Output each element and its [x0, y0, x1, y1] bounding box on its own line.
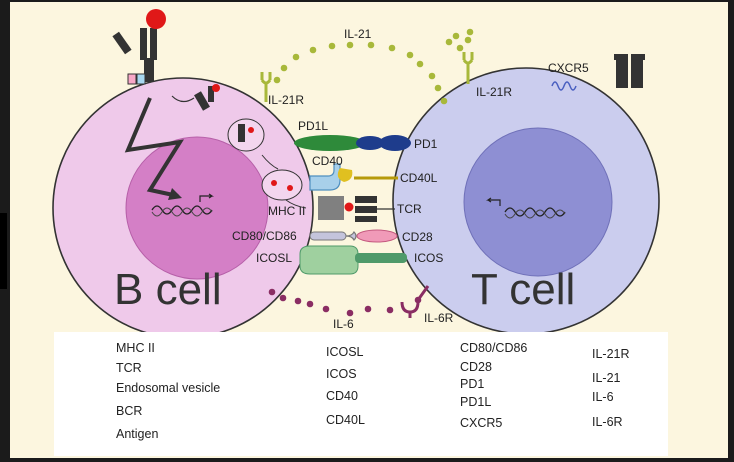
cd28-shape [356, 229, 398, 243]
bcr-top [112, 9, 166, 85]
endosomal-vesicle-1 [227, 118, 265, 152]
internalized-bcr [194, 84, 220, 111]
legend-cd80-cd86: CD80/CD86 [460, 341, 528, 355]
legend-endosomal-vesicle: Endosomal vesicle [116, 381, 221, 395]
legend-icosl: ICOSL [326, 345, 364, 359]
t-dna-2 [504, 209, 566, 219]
legend-pd1: PD1 [460, 377, 485, 391]
t-cell-label: T cell [471, 265, 576, 314]
il21-top-label: IL-21 [344, 27, 372, 41]
t-cell-nucleus [463, 127, 613, 277]
legend-panel [54, 332, 668, 456]
legend-il6: IL-6 [592, 390, 614, 404]
cxcr5-label: CXCR5 [548, 61, 589, 75]
b-cell-nucleus [125, 136, 269, 280]
il6-dots [268, 288, 422, 317]
cd40-label: CD40 [312, 154, 343, 168]
b-dna [151, 205, 213, 215]
legend-tcr: TCR [116, 361, 142, 375]
cxcr5-squiggle [551, 81, 577, 91]
il21r-t-label: IL-21R [476, 85, 513, 99]
pd1l-shape [294, 135, 366, 151]
il6r-label: IL-6R [424, 311, 454, 325]
icos-shape [355, 253, 407, 263]
legend-cd28: CD28 [460, 360, 492, 374]
legend-cd40: CD40 [326, 389, 358, 403]
pd1-label: PD1 [414, 137, 438, 151]
il6-label: IL-6 [333, 317, 354, 331]
legend-cd40l: CD40L [326, 413, 365, 427]
t-dna [504, 207, 566, 217]
cd40l-label: CD40L [400, 171, 438, 185]
cd40-shape [309, 163, 341, 191]
bcr-signal-arrow [124, 97, 185, 198]
legend-il21r: IL-21R [592, 347, 630, 361]
cd80-shape [310, 230, 357, 242]
b-dna-2 [151, 207, 213, 217]
legend-bcr: BCR [116, 404, 143, 418]
pd1l-label: PD1L [298, 119, 329, 133]
legend-il21: IL-21 [592, 371, 621, 385]
legend-il6r: IL-6R [592, 415, 623, 429]
il21r-t [462, 52, 474, 84]
endosomal-vesicle-2 [261, 169, 303, 201]
tcr-label: TCR [397, 202, 422, 216]
mhc2-label: MHC II [268, 204, 306, 218]
cd28-label: CD28 [402, 230, 433, 244]
mhc2-shape [318, 196, 344, 220]
legend-cxcr5: CXCR5 [460, 416, 503, 430]
icos-label: ICOS [414, 251, 444, 265]
b-cell-label: B cell [114, 265, 222, 314]
legend-pd1l: PD1L [460, 395, 492, 409]
il6r-shape [400, 285, 430, 318]
legend-mhc2: MHC II [116, 341, 155, 355]
cd80-86-label: CD80/CD86 [232, 229, 297, 243]
legend-icos: ICOS [326, 367, 357, 381]
pd1-shape [356, 136, 384, 150]
tcr-top-right [614, 54, 645, 88]
il21-dots [273, 28, 474, 105]
edge-tab [0, 213, 7, 289]
il21r-b [260, 72, 272, 102]
legend-antigen: Antigen [116, 427, 159, 441]
icosl-shape [299, 245, 359, 275]
il21r-b-label: IL-21R [268, 93, 305, 107]
icosl-label: ICOSL [256, 251, 293, 265]
